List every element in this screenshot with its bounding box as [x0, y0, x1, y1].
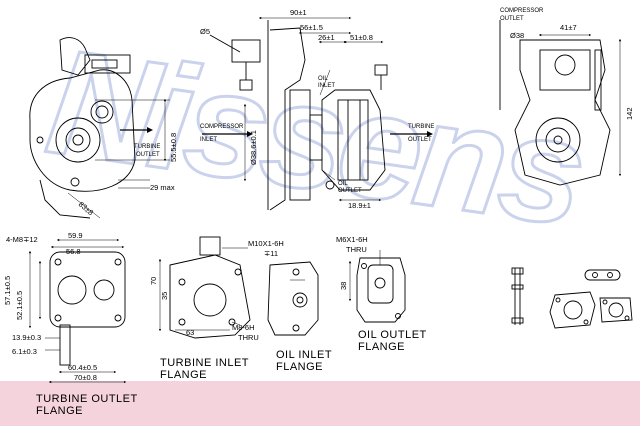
- dim-35: 35: [160, 292, 169, 300]
- dim-142: 142: [625, 107, 634, 120]
- dim-13-9: 13.9±0.3: [12, 333, 41, 342]
- dim-4-m8: 4-M8∓12: [6, 235, 38, 244]
- dim-56-8: 56.8: [66, 247, 81, 256]
- dim-41: 41±7: [560, 23, 577, 32]
- compressor-outlet-label-1: COMPRESSOR: [500, 8, 544, 14]
- turbo-front-view: [29, 37, 170, 219]
- oil-inlet-label-1: OIL: [318, 76, 328, 82]
- oil-outlet-flange-drawing: [348, 250, 406, 323]
- nissens-watermark: Nissens: [38, 16, 591, 257]
- dim-d38-right: Ø38: [510, 31, 524, 40]
- compressor-inlet-label-2: INLET: [200, 137, 217, 143]
- dim-26: 26±1: [318, 33, 335, 42]
- turbine-inlet-label-2: OUTLET: [408, 137, 432, 143]
- oil-inlet-flange-drawing: [267, 261, 319, 336]
- dim-18-9: 18.9±1: [348, 201, 371, 210]
- dim-51: 51±0.8: [350, 33, 373, 42]
- dim-d5: Ø5: [200, 27, 210, 36]
- turbine-inlet-label-1: TURBINE: [408, 124, 434, 130]
- dim-52-1: 52.1±0.5: [15, 291, 24, 320]
- oil-inlet-flange-label-2: FLANGE: [276, 361, 323, 373]
- compressor-inlet-label-1: COMPRESSOR: [200, 124, 244, 130]
- oil-outlet-label-1: OIL: [338, 181, 348, 187]
- turbine-inlet-flange-label-1: TURBINE INLET: [160, 357, 249, 369]
- dim-m8-thru-2: THRU: [238, 333, 259, 342]
- bottom-band: [0, 381, 640, 426]
- dim-6-1: 6.1±0.3: [12, 347, 37, 356]
- turbine-outlet-flange-label-1: TURBINE OUTLET: [36, 393, 138, 405]
- turbine-outlet-label-1: TURBINE: [134, 144, 160, 150]
- dim-56: 56±1.5: [300, 23, 323, 32]
- dim-m10: M10X1-6H: [248, 239, 284, 248]
- dim-83: 83±8: [77, 200, 96, 218]
- oil-outlet-label-2: OUTLET: [338, 188, 362, 194]
- dim-m6: M6X1-6H: [336, 235, 368, 244]
- dim-59-9: 59.9: [68, 231, 83, 240]
- compressor-outlet-label-2: OUTLET: [500, 16, 524, 22]
- turbine-inlet-flange-label-2: FLANGE: [160, 369, 207, 381]
- oil-outlet-flange-label-1: OIL OUTLET: [358, 329, 427, 341]
- dim-38-oil: 38: [339, 282, 348, 290]
- dim-55-5: 55.5±0.8: [169, 133, 178, 162]
- turbine-outlet-flange-drawing: [28, 238, 127, 384]
- oil-inlet-flange-label-1: OIL INLET: [276, 349, 332, 361]
- dim-t11: ∓11: [264, 249, 278, 258]
- dim-29-max: 29 max: [150, 183, 175, 192]
- dim-57-1: 57.1±0.5: [3, 276, 12, 305]
- dim-63: 63: [186, 328, 194, 337]
- oil-outlet-flange-label-2: FLANGE: [358, 341, 405, 353]
- dim-60-4: 60.4±0.5: [68, 363, 97, 372]
- dim-thru: THRU: [346, 245, 367, 254]
- oil-inlet-label-2: INLET: [318, 83, 335, 89]
- fittings-and-gaskets: [511, 267, 633, 329]
- turbo-rear-view: [499, 20, 622, 186]
- dim-m8-thru-1: M8-6H: [232, 323, 255, 332]
- dim-90: 90±1: [290, 8, 307, 17]
- turbine-outlet-flange-label-2: FLANGE: [36, 405, 83, 417]
- dim-38-6: Ø38.6±0.1: [249, 130, 258, 165]
- dim-70-flange: 70: [149, 277, 158, 285]
- turbine-outlet-label-2: OUTLET: [136, 152, 160, 158]
- turbo-side-view: [202, 16, 433, 211]
- turbine-inlet-flange-drawing: [158, 236, 251, 339]
- dim-70: 70±0.8: [74, 373, 97, 382]
